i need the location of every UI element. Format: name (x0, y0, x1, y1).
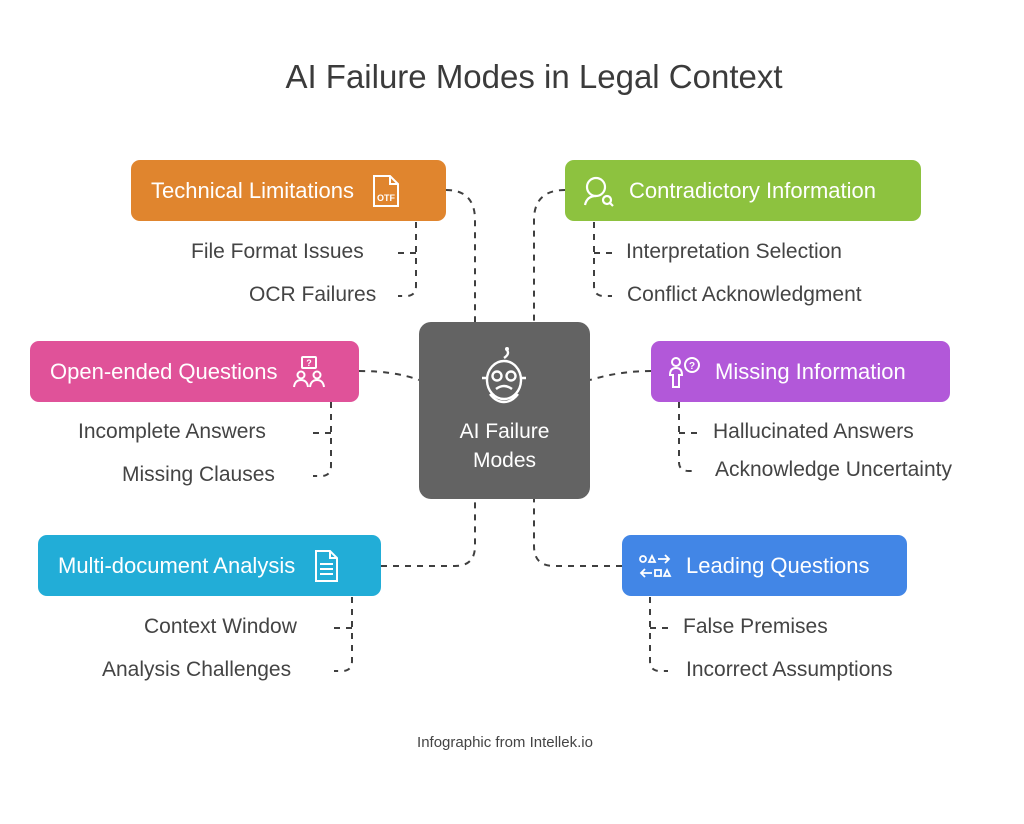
connector-technical (445, 189, 476, 322)
robot-icon (476, 346, 532, 410)
node-leading-questions: Leading Questions (622, 535, 907, 596)
svg-text:OTF: OTF (377, 193, 395, 203)
sub-interpretation-selection: Interpretation Selection (626, 240, 842, 263)
node-missing-information: ? Missing Information (651, 341, 950, 402)
node-label: Missing Information (715, 358, 906, 384)
node-label: Open-ended Questions (50, 358, 278, 384)
sub-analysis-challenges: Analysis Challenges (102, 658, 292, 681)
center-label-line2: Modes (472, 449, 537, 472)
connector-contradictory (533, 189, 566, 322)
sub-missing-clauses: Missing Clauses (122, 463, 275, 486)
node-label: Leading Questions (686, 552, 870, 578)
connector-multidoc (381, 499, 476, 567)
node-multi-document-analysis: Multi-document Analysis (38, 535, 381, 596)
sub-false-premises: False Premises (683, 615, 828, 638)
sub-file-format-issues: File Format Issues (191, 240, 364, 263)
footer-credit: Infographic from Intellek.io (417, 734, 593, 751)
connector-leading (533, 499, 622, 567)
document-icon (309, 549, 343, 583)
sub-conflict-acknowledgment: Conflict Acknowledgment (627, 283, 862, 306)
node-label: Contradictory Information (629, 177, 876, 203)
node-label: Technical Limitations (151, 177, 354, 203)
person-question-icon: ? (667, 355, 701, 389)
sub-hallucinated-answers: Hallucinated Answers (713, 420, 914, 443)
otf-file-icon: OTF (368, 174, 402, 208)
connector-missing (589, 370, 652, 381)
diagram-title: AI Failure Modes in Legal Context (285, 58, 783, 95)
node-technical-limitations: Technical Limitations OTF (131, 160, 446, 221)
node-open-ended-questions: Open-ended Questions ? (30, 341, 359, 402)
shapes-arrows-icon (638, 549, 672, 583)
sub-incorrect-assumptions: Incorrect Assumptions (686, 658, 893, 681)
sub-acknowledge-uncertainty: Acknowledge Uncertainty (715, 458, 952, 481)
center-label-line1: AI Failure (459, 420, 550, 443)
center-node: AI Failure Modes (419, 322, 590, 499)
person-search-icon (581, 174, 615, 208)
question-group-icon: ? (292, 355, 326, 389)
node-label: Multi-document Analysis (58, 552, 296, 578)
sub-ocr-failures: OCR Failures (249, 283, 377, 306)
connector-openended (358, 370, 420, 381)
svg-text:?: ? (306, 358, 312, 368)
svg-text:?: ? (689, 361, 695, 372)
node-contradictory-information: Contradictory Information (565, 160, 921, 221)
sub-context-window: Context Window (144, 615, 297, 638)
sub-incomplete-answers: Incomplete Answers (78, 420, 266, 443)
